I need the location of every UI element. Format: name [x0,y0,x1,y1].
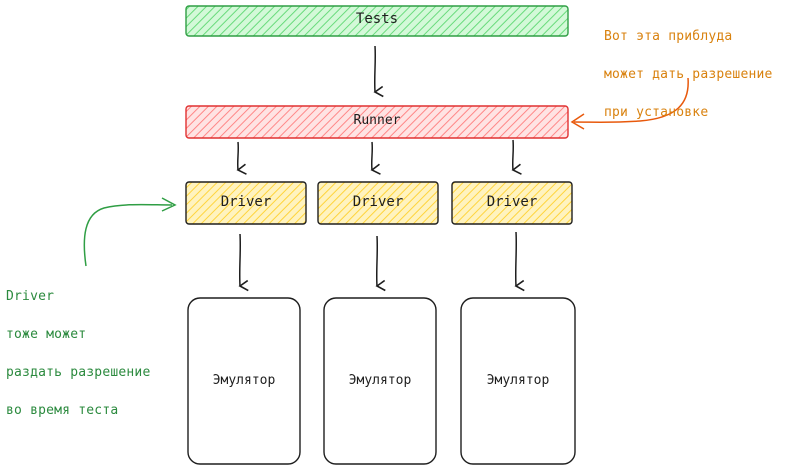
driver-note-line-3: раздать разрешение [6,365,151,380]
arrow-runner-to-driver-2 [370,141,381,175]
emulator-label-3: Эмулятор [486,373,550,388]
arrow-tests-to-runner [373,45,384,98]
driver-note-line-1: Driver [6,289,55,304]
arrow-driver-2-to-emulator-2 [375,235,386,292]
driver-note-arrow [83,203,173,267]
driver-note-line-4: во время теста [6,403,119,418]
runner-label: Runner [353,113,401,128]
driver-box-3[interactable] [451,181,573,225]
arrow-driver-1-to-emulator-1 [238,233,249,292]
runner-note-line-3: при установке [604,105,709,120]
emulator-label-1: Эмулятор [212,373,276,388]
emulator-label-2: Эмулятор [348,373,412,388]
driver-label-2: Driver [352,194,404,210]
driver-note: Driver тоже может раздать разрешение во … [6,268,186,439]
driver-box-2[interactable] [317,181,439,225]
emulator-box-1[interactable] [187,297,301,465]
tests-label: Tests [355,11,399,27]
runner-note-arrow [573,77,689,123]
tests-box[interactable] [185,5,569,37]
arrow-runner-to-driver-3 [511,139,522,175]
runner-note-line-2: может дать разрешение [604,67,773,82]
driver-label-3: Driver [486,194,538,210]
arrow-runner-to-driver-1 [236,141,247,175]
arrow-driver-3-to-emulator-3 [514,231,525,292]
runner-note: Вот эта приблуда может дать разрешение п… [604,8,800,141]
emulator-box-2[interactable] [323,297,437,465]
driver-label-1: Driver [220,194,272,210]
driver-note-line-2: тоже может [6,327,87,342]
runner-box[interactable] [185,105,569,139]
emulator-box-3[interactable] [460,297,576,465]
runner-note-arrowhead [570,113,585,130]
runner-note-line-1: Вот эта приблуда [604,29,733,44]
driver-note-arrowhead [161,197,177,212]
driver-box-1[interactable] [185,181,307,225]
